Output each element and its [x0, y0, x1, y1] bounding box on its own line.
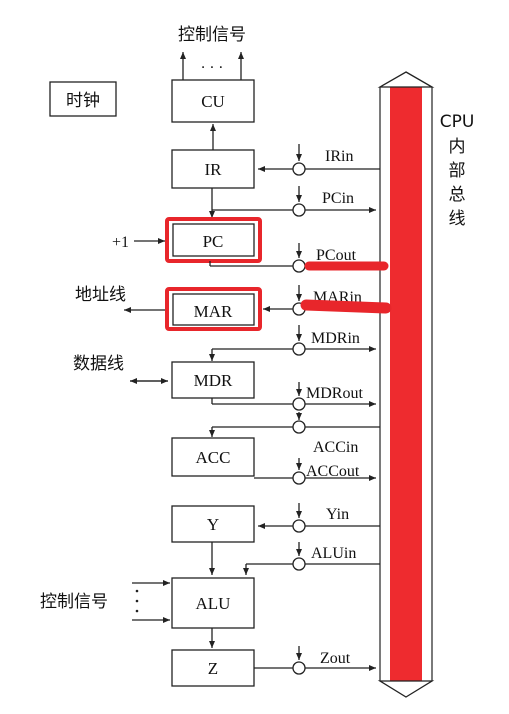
bus-label-cpu: CPU — [440, 112, 475, 132]
acc-box — [171, 437, 255, 477]
mdrout-label: MDRout — [306, 385, 363, 402]
yin-gate — [292, 519, 306, 533]
clock-label: 时钟 — [66, 91, 100, 111]
data-line-label: 数据线 — [73, 354, 124, 374]
mdrin-gate — [292, 342, 306, 356]
ir-box — [171, 149, 255, 189]
pcout-gate — [292, 259, 306, 273]
address-line-label: 地址线 — [75, 285, 126, 305]
pc-highlight — [165, 217, 262, 263]
mdr-label: MDR — [194, 371, 233, 390]
irin-label: IRin — [325, 148, 353, 165]
cu-label: CU — [201, 92, 225, 111]
zout-gate — [292, 661, 306, 675]
control-dots-top: · · · — [201, 60, 223, 76]
ir-label: IR — [205, 160, 223, 179]
zout-label: Zout — [320, 650, 351, 667]
bus-label-xian: 线 — [449, 209, 466, 229]
mdr-box — [171, 361, 255, 399]
pc-label: PC — [203, 232, 224, 251]
bus-label-bu: 部 — [449, 161, 466, 181]
clock-box — [49, 81, 117, 117]
pcin-gate — [292, 203, 306, 217]
alu-label: ALU — [196, 594, 231, 613]
irin-gate — [292, 162, 306, 176]
mar-label: MAR — [194, 302, 233, 321]
aluin-gate — [292, 557, 306, 571]
mdrin-label: MDRin — [311, 330, 360, 347]
marin-highlight-mark — [300, 299, 392, 314]
bus-bottom-arrow-head — [377, 680, 435, 698]
control-signals-top-label: 控制信号 — [178, 25, 246, 45]
mdrout-gate — [292, 397, 306, 411]
alu-box — [171, 577, 255, 629]
z-label: Z — [208, 659, 218, 678]
bus-label-zong: 总 — [449, 185, 466, 205]
pcout-label: PCout — [316, 247, 357, 264]
bus-top-arrow-head — [377, 71, 435, 88]
control-signals-left-label: 控制信号 — [40, 592, 108, 612]
acc-label: ACC — [196, 448, 231, 467]
mar-highlight — [165, 287, 262, 331]
pcin-label: PCin — [322, 190, 354, 207]
z-box — [171, 649, 255, 687]
aluin-label: ALUin — [311, 545, 356, 562]
cu-box — [171, 79, 255, 123]
accout-gate — [292, 471, 306, 485]
plus-one-label: +1 — [112, 234, 129, 251]
mar-box — [172, 293, 255, 326]
pc-box — [172, 223, 255, 257]
accin-label: ACCin — [313, 439, 358, 456]
bus-label-nei: 内 — [449, 137, 466, 157]
accout-label: ACCout — [306, 463, 360, 480]
yin-label: Yin — [326, 506, 349, 523]
y-box — [171, 505, 255, 543]
bus-bar — [390, 87, 422, 681]
accin-gate — [292, 420, 306, 434]
cpu-internal-bus — [377, 71, 435, 698]
y-label: Y — [207, 515, 219, 534]
